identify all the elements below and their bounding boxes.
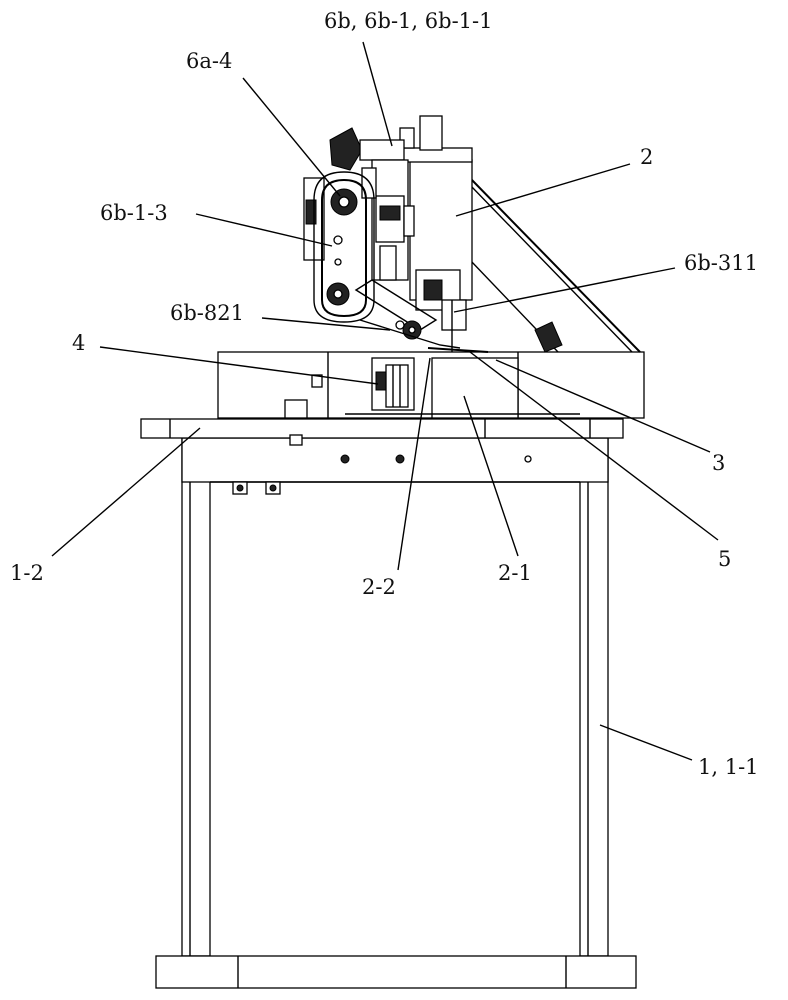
label-1-1-1: 1, 1-1 — [698, 755, 759, 779]
labels: 6b, 6b-1, 6b-1-1 6a-4 2 6b-1-3 6b-311 6b… — [10, 9, 759, 779]
table-top — [140, 418, 624, 446]
label-6b-311: 6b-311 — [684, 251, 758, 275]
label-1-2: 1-2 — [10, 561, 44, 585]
frame-stand — [155, 437, 637, 989]
label-6a-4: 6a-4 — [186, 49, 232, 73]
leader-lines — [51, 41, 719, 761]
label-6b-group: 6b, 6b-1, 6b-1-1 — [324, 9, 492, 33]
label-5: 5 — [718, 547, 731, 571]
belt-drive — [303, 171, 489, 353]
label-4: 4 — [72, 331, 85, 355]
label-2-1: 2-1 — [498, 561, 532, 585]
diagonal-cover — [469, 177, 641, 353]
label-6b-821: 6b-821 — [170, 301, 244, 325]
label-2: 2 — [640, 145, 653, 169]
label-6b-1-3: 6b-1-3 — [100, 201, 168, 225]
lower-housing — [217, 351, 645, 419]
label-2-2: 2-2 — [362, 575, 396, 599]
label-3: 3 — [712, 451, 725, 475]
